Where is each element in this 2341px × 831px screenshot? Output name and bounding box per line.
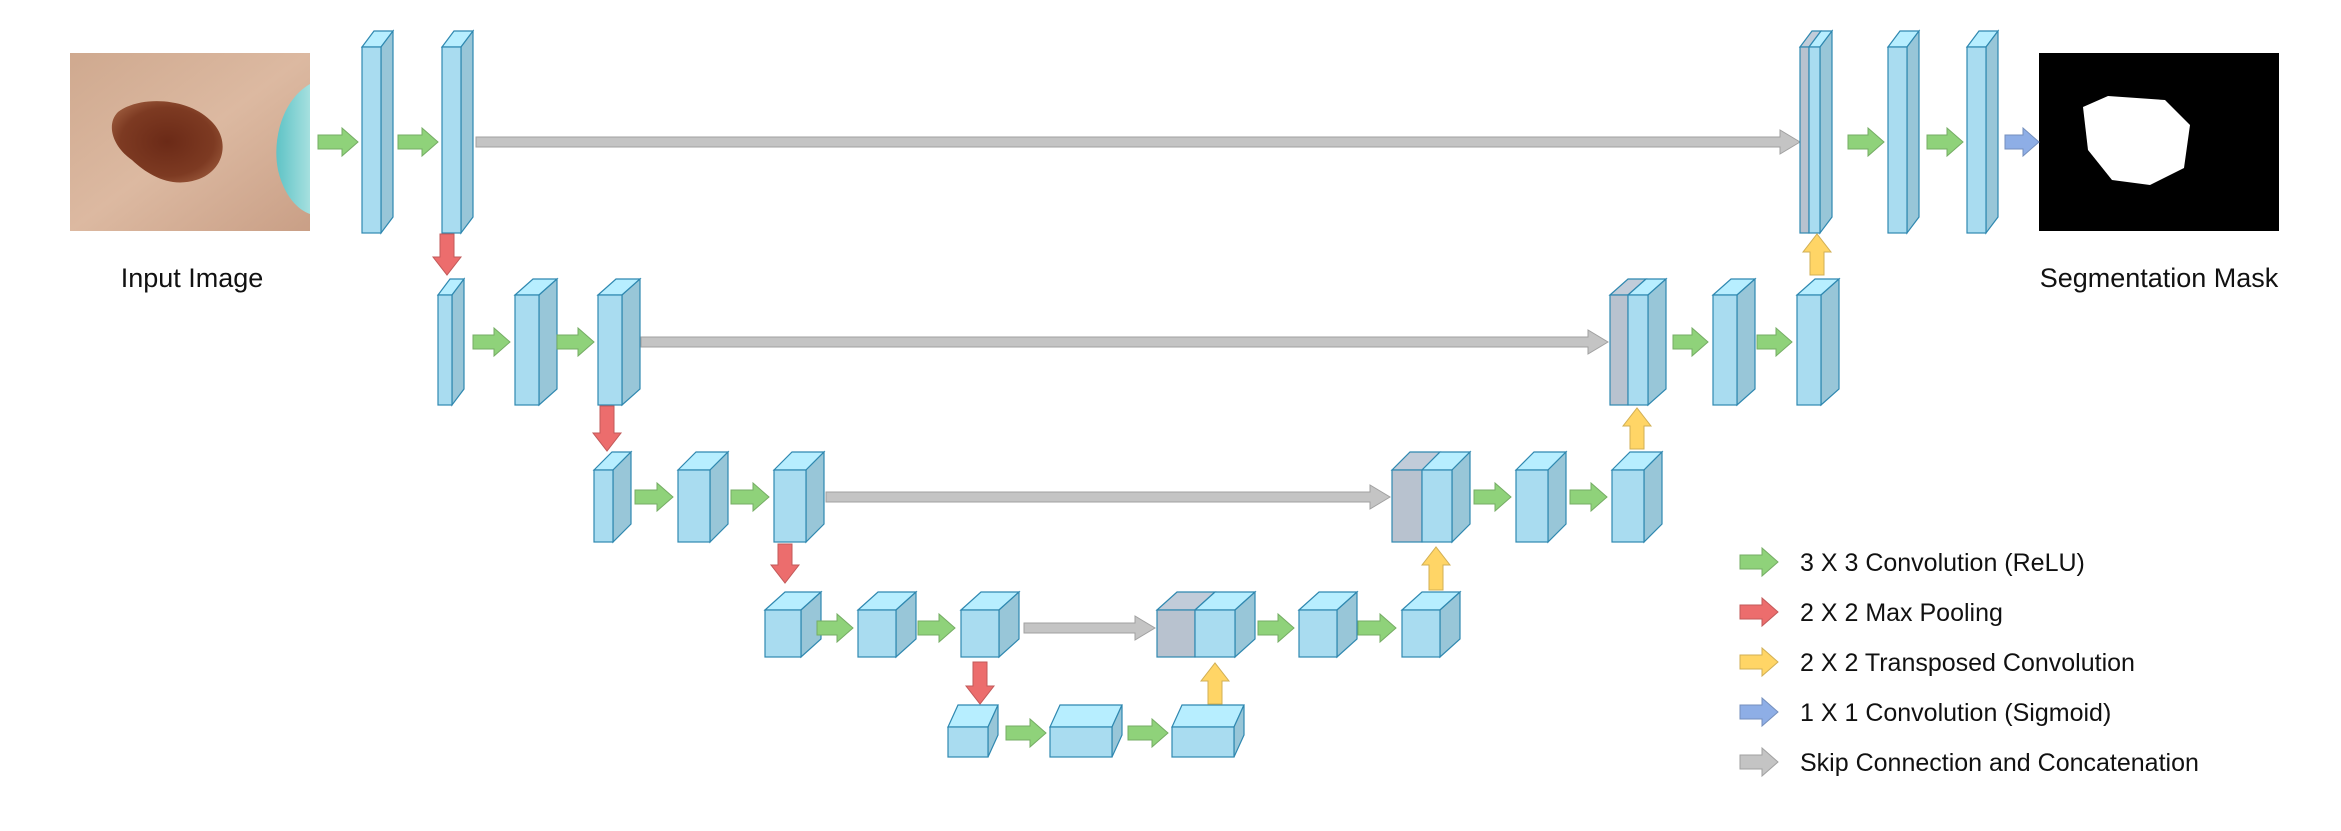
encoder-block-l3c: [772, 450, 826, 544]
skip-arrow: [640, 329, 1609, 355]
bottleneck-block-b: [1049, 704, 1123, 758]
pool-arrow: [591, 405, 623, 452]
legend-out-icon: [1739, 696, 1779, 728]
conv-arrow: [730, 481, 770, 513]
decoder-block-l1b: [1965, 29, 2000, 235]
segmentation-mask-label: Segmentation Mask: [2040, 263, 2279, 293]
decoder-block-l2a: [1711, 277, 1757, 407]
legend-item-skip: Skip Connection and Concatenation: [1739, 746, 2199, 778]
skip-arrow: [475, 129, 1801, 155]
upconv-arrow: [1801, 233, 1833, 276]
concat-block-l2: [1608, 277, 1668, 407]
skip-arrow: [825, 484, 1391, 510]
input-image-label: Input Image: [121, 263, 264, 293]
pool-arrow: [769, 543, 801, 584]
pool-arrow: [964, 661, 996, 705]
decoder-block-l4b: [1400, 590, 1462, 659]
legend-label-skip: Skip Connection and Concatenation: [1800, 749, 2199, 777]
conv-arrow: [816, 612, 854, 644]
decoder-block-l3a: [1514, 450, 1568, 544]
legend: 3 X 3 Convolution (ReLU) 2 X 2 Max Poolin…: [1739, 546, 2199, 778]
decoder-block-l3b: [1610, 450, 1664, 544]
encoder-block-l1b: [440, 29, 475, 235]
decoder-block-l4a: [1297, 590, 1359, 659]
legend-label-conv: 3 X 3 Convolution (ReLU): [1800, 549, 2085, 577]
concat-block-l3: [1390, 450, 1472, 544]
conv-arrow: [1847, 126, 1885, 158]
encoder-block-l3a: [592, 450, 633, 544]
conv-arrow: [634, 481, 674, 513]
legend-label-out: 1 X 1 Convolution (Sigmoid): [1800, 699, 2111, 727]
conv-arrow: [1672, 326, 1709, 358]
decoder-block-l2b: [1795, 277, 1841, 407]
encoder-block-l2c: [596, 277, 642, 407]
bottleneck-block-c: [1171, 704, 1245, 758]
legend-pool-icon: [1739, 596, 1779, 628]
sigmoid-arrow: [2004, 126, 2040, 158]
conv-arrow: [472, 326, 511, 358]
conv-arrow: [1926, 126, 1964, 158]
upconv-arrow: [1420, 546, 1452, 591]
legend-item-out: 1 X 1 Convolution (Sigmoid): [1739, 696, 2111, 728]
concat-block-l4: [1155, 590, 1257, 659]
network-layers: [317, 29, 2040, 758]
encoder-block-l2a: [436, 277, 466, 407]
upconv-arrow: [1621, 407, 1653, 450]
concat-block-l1: [1798, 29, 1834, 235]
legend-item-up: 2 X 2 Transposed Convolution: [1739, 646, 2135, 678]
legend-label-pool: 2 X 2 Max Pooling: [1800, 599, 2003, 627]
decoder-block-l1a: [1886, 29, 1921, 235]
conv-arrow: [1756, 326, 1793, 358]
encoder-block-l2b: [513, 277, 559, 407]
legend-conv-icon: [1739, 546, 1779, 578]
conv-arrow: [1127, 717, 1169, 749]
legend-label-up: 2 X 2 Transposed Convolution: [1800, 649, 2135, 677]
legend-up-icon: [1739, 646, 1779, 678]
conv-arrow: [397, 126, 439, 158]
input-image: [70, 53, 310, 231]
conv-arrow: [1569, 481, 1608, 513]
bottleneck-block-a: [947, 704, 999, 758]
segmentation-mask-image: [2039, 53, 2279, 231]
legend-item-conv: 3 X 3 Convolution (ReLU): [1739, 546, 2085, 578]
encoder-block-l3b: [676, 450, 730, 544]
conv-arrow: [317, 126, 359, 158]
conv-arrow: [1257, 612, 1295, 644]
legend-item-pool: 2 X 2 Max Pooling: [1739, 596, 2003, 628]
skip-arrow: [1023, 615, 1156, 641]
encoder-block-l4a: [763, 590, 823, 659]
encoder-block-l4c: [959, 590, 1021, 659]
conv-arrow: [917, 612, 956, 644]
encoder-block-l4b: [856, 590, 918, 659]
conv-arrow: [1473, 481, 1512, 513]
upconv-arrow: [1199, 662, 1231, 705]
pool-arrow: [431, 233, 463, 276]
conv-arrow: [1005, 717, 1047, 749]
conv-arrow: [1357, 612, 1397, 644]
conv-arrow: [556, 326, 595, 358]
encoder-block-l1a: [360, 29, 395, 235]
legend-skip-icon: [1739, 746, 1779, 778]
